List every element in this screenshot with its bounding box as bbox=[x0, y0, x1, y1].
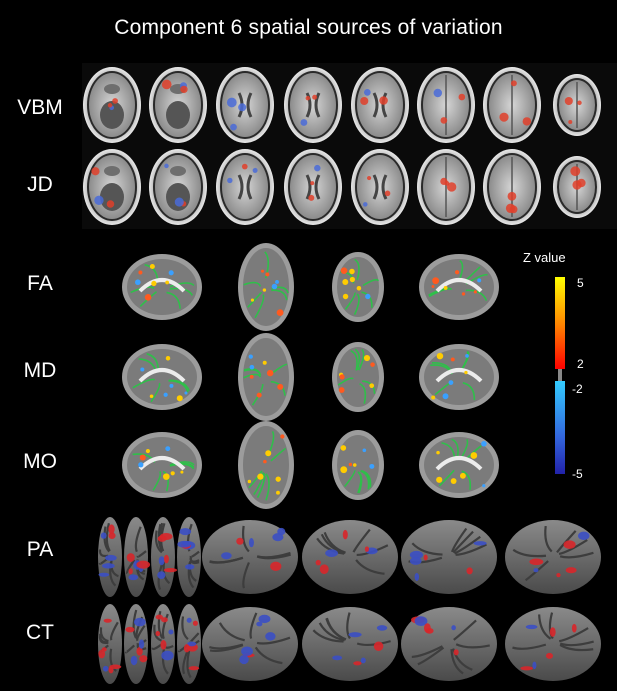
cortical-surface-ct-2 bbox=[124, 604, 148, 684]
axial-slice-jd-3 bbox=[216, 149, 274, 225]
tract-slice-mo-4 bbox=[419, 432, 499, 498]
cortical-surface-ct-7 bbox=[401, 607, 497, 681]
axial-slice-vbm-8 bbox=[553, 74, 601, 136]
axial-slice-jd-1 bbox=[83, 149, 141, 225]
axial-slice-vbm-1 bbox=[83, 67, 141, 143]
cortical-surface-ct-5 bbox=[202, 607, 298, 681]
cortical-surface-pa-1 bbox=[98, 517, 122, 597]
row-label-jd: JD bbox=[27, 173, 53, 196]
tract-slice-fa-3 bbox=[332, 252, 384, 322]
axial-slice-jd-7 bbox=[483, 149, 541, 225]
tract-slice-md-4 bbox=[419, 344, 499, 410]
axial-slice-jd-5 bbox=[351, 149, 409, 225]
tract-slice-fa-2 bbox=[238, 243, 294, 331]
tick-neg-2: -2 bbox=[572, 382, 583, 396]
colorbar-negative bbox=[555, 381, 565, 474]
axial-slice-vbm-3 bbox=[216, 67, 274, 143]
figure-title: Component 6 spatial sources of variation bbox=[114, 16, 503, 39]
cortical-surface-ct-8 bbox=[505, 607, 601, 681]
cortical-surface-ct-6 bbox=[302, 607, 398, 681]
row-label-pa: PA bbox=[26, 538, 54, 561]
row-label-mo: MO bbox=[23, 450, 57, 473]
tract-slice-mo-3 bbox=[332, 430, 384, 500]
row-label-ct: CT bbox=[26, 621, 54, 644]
cortical-surface-pa-3 bbox=[151, 517, 178, 597]
cortical-surface-pa-5 bbox=[202, 520, 298, 594]
colorbar-gap bbox=[558, 369, 562, 381]
row-label-md: MD bbox=[23, 359, 57, 382]
colorbar-positive bbox=[555, 277, 565, 369]
axial-slice-vbm-4 bbox=[284, 67, 342, 143]
axial-slice-vbm-5 bbox=[351, 67, 409, 143]
cortical-surface-pa-4 bbox=[177, 517, 201, 597]
tract-slice-mo-2 bbox=[238, 421, 294, 509]
colorbar-title: Z value bbox=[523, 250, 566, 265]
tract-slice-mo-1 bbox=[122, 432, 202, 498]
tract-slice-md-1 bbox=[122, 344, 202, 410]
cortical-surface-ct-3 bbox=[151, 604, 175, 684]
cortical-surface-pa-8 bbox=[505, 520, 601, 594]
axial-slice-vbm-2 bbox=[149, 67, 207, 143]
tick-neg-5: -5 bbox=[572, 467, 583, 481]
tract-slice-md-3 bbox=[332, 342, 384, 412]
axial-slice-jd-6 bbox=[417, 149, 475, 225]
row-label-vbm: VBM bbox=[17, 96, 63, 119]
cortical-surface-pa-2 bbox=[124, 517, 151, 597]
cortical-surface-ct-4 bbox=[177, 604, 201, 684]
cortical-surface-pa-6 bbox=[302, 520, 398, 594]
axial-slice-jd-8 bbox=[553, 156, 601, 218]
axial-slice-jd-4 bbox=[284, 149, 342, 225]
row-label-fa: FA bbox=[27, 272, 53, 295]
tract-slice-fa-1 bbox=[122, 254, 202, 320]
axial-slice-vbm-6 bbox=[417, 67, 475, 143]
tract-slice-md-2 bbox=[238, 333, 294, 421]
tick-2: 2 bbox=[577, 357, 584, 371]
axial-slice-jd-2 bbox=[149, 149, 207, 225]
tract-slice-fa-4 bbox=[419, 254, 499, 320]
axial-slice-vbm-7 bbox=[483, 67, 541, 143]
cortical-surface-pa-7 bbox=[401, 520, 497, 594]
cortical-surface-ct-1 bbox=[98, 604, 122, 684]
tick-5: 5 bbox=[577, 276, 584, 290]
